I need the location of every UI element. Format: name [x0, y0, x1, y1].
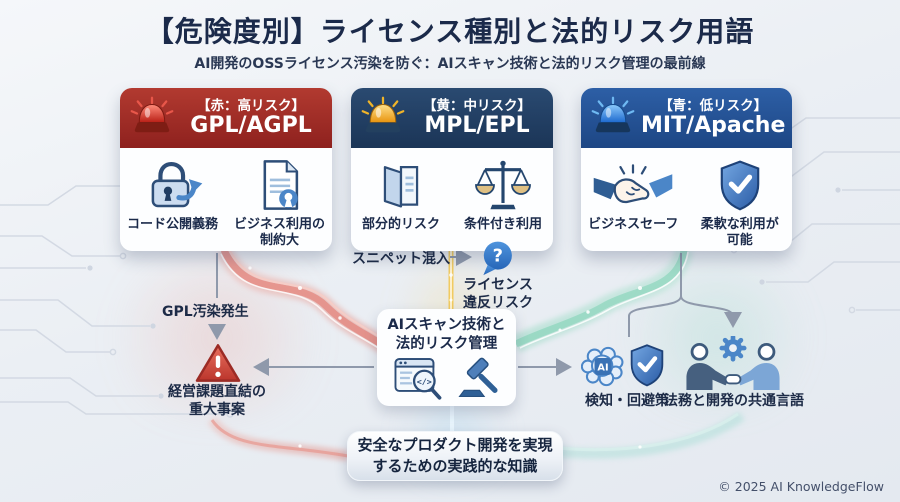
- branch-right-arrow: [680, 295, 742, 328]
- question-bubble-icon: ?: [483, 241, 512, 276]
- yellow-siren-icon: [361, 96, 405, 133]
- risk-label: 【青：低リスク】: [659, 97, 768, 114]
- card-low-risk-header: 【青：低リスク】 MIT/Apache: [581, 88, 792, 148]
- bottom-banner: 安全なプロダクト開発を実現 するための実践的な知識: [347, 431, 563, 481]
- risk-label: 【赤：高リスク】: [197, 97, 305, 114]
- card-high-risk: 【赤：高リスク】 GPL/AGPL コード公開義務: [120, 88, 332, 251]
- branch-left: [628, 295, 682, 337]
- card-high-risk-body: コード公開義務 ビジネス利用の制約大: [120, 148, 332, 256]
- shield-check-icon: [717, 157, 763, 213]
- svg-text:AI: AI: [597, 362, 608, 373]
- item-label: 柔軟な利用が可能: [700, 217, 779, 249]
- card-mid-risk-title: 【黄：中リスク】 MPL/EPL: [411, 97, 543, 139]
- handshake-icon: [593, 157, 673, 213]
- legal-dev-handshake-gear-icon: [686, 336, 780, 390]
- card-high-risk-header: 【赤：高リスク】 GPL/AGPL: [120, 88, 332, 148]
- card-low-risk: 【青：低リスク】 MIT/Apache ビジネスセーフ: [581, 88, 792, 251]
- card-low-risk-body: ビジネスセーフ 柔軟な利用が可能: [581, 148, 792, 256]
- page-title: 【危険度別】ライセンス種別と法的リスク用語: [145, 15, 755, 48]
- card-item: ビジネスセーフ: [585, 157, 682, 250]
- svg-text:?: ?: [493, 246, 503, 267]
- risk-label: 【黄：中リスク】: [423, 97, 531, 114]
- copyright-text: © 2025 AI KnowledgeFlow: [718, 479, 884, 494]
- violation-risk-label: ライセンス違反リスク: [463, 277, 533, 312]
- ai-brain-icon: AI: [581, 346, 624, 387]
- card-item: ビジネス利用の制約大: [231, 157, 328, 250]
- license-name: GPL/AGPL: [190, 113, 312, 139]
- scales-icon: [474, 157, 532, 213]
- card-mid-risk: 【黄：中リスク】 MPL/EPL 部分的リスク: [351, 88, 553, 251]
- document-osi-icon: [256, 157, 304, 213]
- item-label: ビジネス利用の制約大: [233, 217, 325, 249]
- card-mid-risk-body: 部分的リスク 条件付き利用: [351, 148, 553, 239]
- partial-document-icon: [376, 157, 426, 213]
- card-item: 部分的リスク: [355, 157, 447, 233]
- blue-siren-icon: [591, 96, 635, 133]
- warning-triangle-icon: [195, 344, 241, 382]
- gpl-contamination-label: GPL汚染発生: [162, 304, 249, 320]
- card-item: コード公開義務: [124, 157, 221, 250]
- shield-check-icon: [630, 344, 664, 387]
- license-name: MPL/EPL: [424, 113, 530, 139]
- item-label: 部分的リスク: [361, 217, 440, 232]
- item-label: 条件付き利用: [463, 217, 542, 232]
- center-box-title: AIスキャン技術と法的リスク管理: [387, 317, 506, 352]
- common-language-label: 法務と開発の共通言語: [664, 393, 804, 409]
- lock-share-icon: [142, 157, 204, 213]
- card-high-risk-title: 【赤：高リスク】 GPL/AGPL: [180, 97, 322, 139]
- incident-label: 経営課題直結の重大事案: [168, 384, 266, 419]
- item-label: ビジネスセーフ: [588, 217, 679, 232]
- page-subtitle: AI開発のOSSライセンス汚染を防ぐ：AIスキャン技術と法的リスク管理の最前線: [194, 56, 706, 72]
- license-name: MIT/Apache: [641, 113, 786, 139]
- svg-text:</>: </>: [416, 376, 431, 386]
- red-siren-icon: [130, 96, 174, 133]
- item-label: コード公開義務: [126, 217, 218, 232]
- code-scan-magnifier-icon: </>: [394, 357, 441, 400]
- card-low-risk-title: 【青：低リスク】 MIT/Apache: [641, 97, 786, 139]
- card-item: 条件付き利用: [457, 157, 549, 233]
- center-ai-scan-box: AIスキャン技術と法的リスク管理 </>: [377, 309, 516, 406]
- card-mid-risk-header: 【黄：中リスク】 MPL/EPL: [351, 88, 553, 148]
- detect-label: 検知・回避策: [585, 393, 669, 409]
- snippet-label: スニペット混入: [352, 251, 450, 267]
- gavel-icon: [457, 357, 498, 397]
- card-item: 柔軟な利用が可能: [692, 157, 789, 250]
